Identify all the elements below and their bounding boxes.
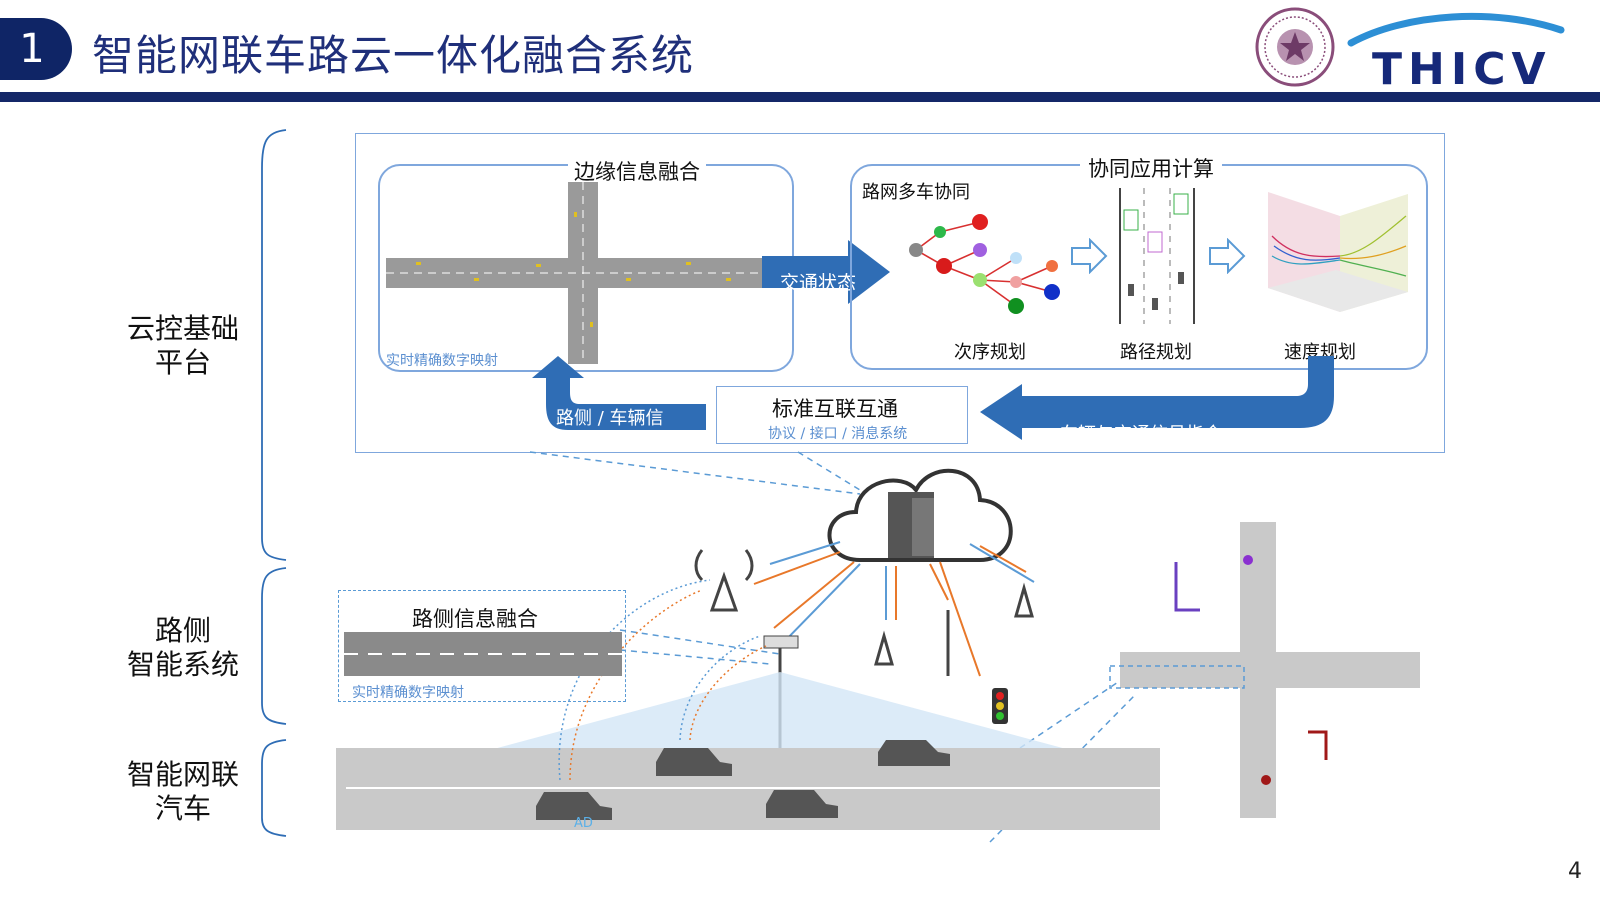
step-label-sequence: 次序规划	[954, 342, 1026, 363]
page-number: 4	[1568, 859, 1582, 884]
cloud-server-icon	[827, 468, 1013, 562]
cloud-platform-panel	[355, 133, 1445, 453]
speed-planning-image	[1268, 192, 1408, 312]
layer-label-cloud: 云控基础 平台	[108, 312, 258, 380]
slide-title: 智能网联车路云一体化融合系统	[92, 31, 695, 80]
roadside-fusion-caption: 实时精确数字映射	[352, 685, 464, 701]
layer-label-cloud-text: 云控基础 平台	[126, 312, 239, 379]
v2x-network-diagram	[336, 451, 1420, 843]
thicv-logo-text: THICV	[1372, 44, 1552, 95]
university-seal-logo	[1255, 7, 1335, 87]
vehicle-signal-command-label: 车辆与交通信号指令	[1060, 424, 1222, 440]
vehicle-signal-command-label-wrap: 车辆与交通信号指令	[1060, 418, 1260, 440]
edge-fusion-title: 边缘信息融合	[568, 156, 706, 186]
section-number-badge: 1	[0, 18, 72, 80]
layer-label-roadside: 路侧 智能系统	[108, 614, 258, 682]
route-planning-image	[1119, 188, 1195, 324]
ad-vehicle-label: AD	[574, 816, 593, 831]
coop-compute-title: 协同应用计算	[1080, 153, 1222, 183]
step-label-speed: 速度规划	[1284, 342, 1356, 363]
standard-interconnect-caption: 协议 / 接口 / 消息系统	[768, 426, 908, 442]
edge-fusion-caption: 实时精确数字映射	[386, 353, 498, 369]
sequence-graph-image	[909, 214, 1060, 314]
layer-label-vehicle: 智能网联 汽车	[108, 758, 258, 826]
title-divider	[0, 92, 1600, 102]
standard-interconnect-box	[716, 386, 968, 444]
roadside-fusion-box	[338, 590, 626, 702]
roadside-vehicle-info-arrow	[532, 356, 706, 430]
coop-compute-subtitle: 路网多车协同	[862, 182, 970, 203]
layer-braces	[261, 129, 287, 837]
step-label-route: 路径规划	[1120, 342, 1192, 363]
next-step-arrow-icon	[1071, 238, 1108, 274]
layer-label-roadside-text: 路侧 智能系统	[126, 614, 239, 681]
roadside-fusion-title: 路侧信息融合	[412, 607, 538, 631]
vehicle-signal-command-arrow	[980, 356, 1334, 440]
layer-label-vehicle-text: 智能网联 汽车	[126, 758, 239, 825]
standard-interconnect-title: 标准互联互通	[772, 397, 898, 421]
roadside-road-image	[344, 632, 622, 676]
roadside-vehicle-info-label: 路侧 / 车辆信	[556, 408, 664, 429]
intersection-map-image	[386, 182, 764, 364]
traffic-state-label: 交通状态	[780, 272, 857, 294]
thicv-swoosh-icon	[1347, 12, 1565, 47]
traffic-state-arrow	[762, 240, 890, 304]
next-step-arrow-icon-2	[1209, 238, 1246, 274]
